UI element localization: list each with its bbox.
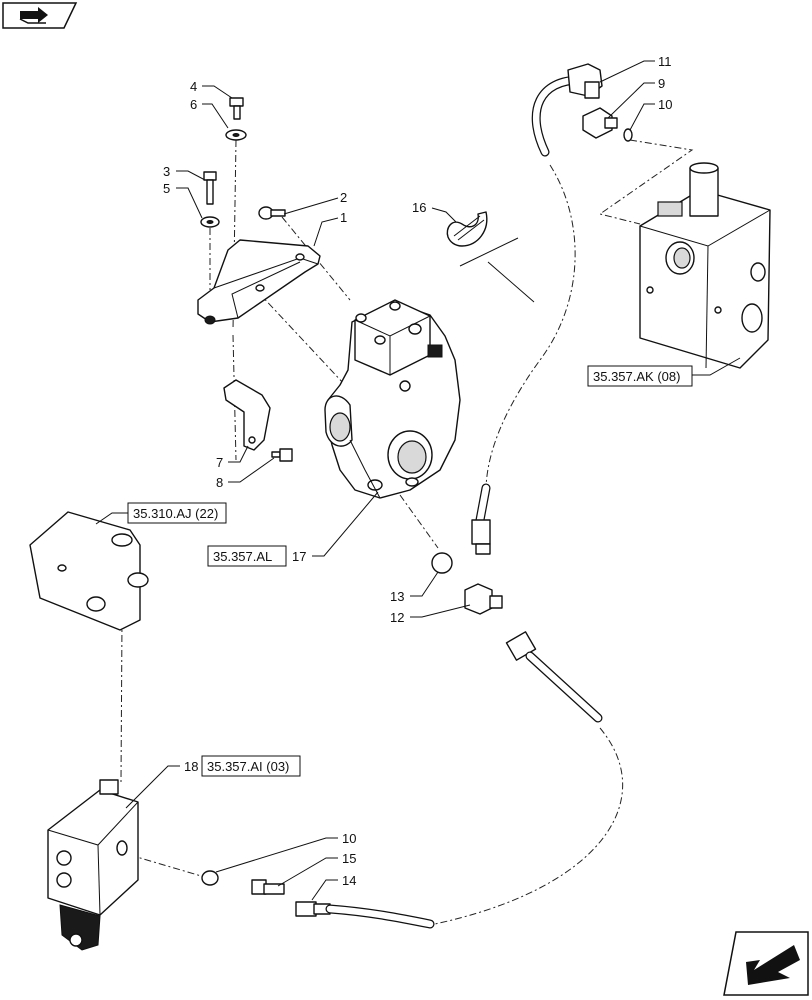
leader-3: [176, 170, 206, 181]
leader-15: [277, 857, 338, 887]
leader-2: [283, 197, 339, 215]
washer-part-6: [225, 129, 247, 141]
leader-16: [431, 207, 457, 223]
leader-ref-aj: [95, 512, 128, 525]
callout-15: 15: [342, 851, 356, 866]
assembly-line: [257, 291, 346, 386]
leader-12: [410, 604, 471, 618]
callout-3: 3: [163, 164, 170, 179]
screw-part-2: [258, 206, 286, 220]
callout-13: 13: [390, 589, 404, 604]
ref-box-al[interactable]: 35.357.AL: [207, 545, 287, 567]
leader-17: [312, 491, 379, 557]
navigate-arrow-icon[interactable]: [723, 931, 809, 996]
callout-14: 14: [342, 873, 356, 888]
leader-1: [313, 217, 339, 247]
assembly-line: [120, 619, 123, 783]
leader-18: [125, 765, 180, 809]
callout-9: 9: [658, 76, 665, 91]
callout-18: 18: [184, 759, 198, 774]
valve-body-part-17: [324, 299, 461, 499]
leader-8: [228, 457, 275, 483]
hose-part-11: [531, 63, 603, 157]
callout-12: 12: [390, 610, 404, 625]
o-ring-part-10-lower: [201, 870, 219, 886]
callout-10-bottom: 10: [342, 831, 356, 846]
callout-6: 6: [190, 97, 197, 112]
callout-7: 7: [216, 455, 223, 470]
leader-5: [176, 187, 203, 219]
ref-box-aj[interactable]: 35.310.AJ (22): [127, 502, 227, 524]
ref-label-aj: 35.310.AJ (22): [133, 506, 218, 521]
mounting-plate-aj: [29, 511, 149, 631]
ref-label-ai: 35.357.AI (03): [207, 759, 289, 774]
leader-10-top: [629, 103, 655, 131]
bracket-part-1: [197, 239, 321, 325]
callout-2: 2: [340, 190, 347, 205]
callout-10-top: 10: [658, 97, 672, 112]
bolt-part-8: [271, 448, 293, 462]
callout-8: 8: [216, 475, 223, 490]
clip-part-7: [223, 379, 271, 451]
o-ring-part-10: [623, 128, 633, 142]
assembly-line: [399, 494, 439, 549]
assembly-line: [129, 854, 209, 879]
ref-label-ak: 35.357.AK (08): [593, 369, 680, 384]
callout-17: 17: [292, 549, 306, 564]
ref-box-ai[interactable]: 35.357.AI (03): [201, 755, 301, 777]
valve-block-ak: [639, 162, 771, 369]
assembly-line: [232, 139, 237, 331]
fitting-part-12: [464, 583, 503, 615]
book-arrow-icon[interactable]: [2, 2, 78, 29]
hose-center: [471, 483, 491, 555]
washer-part-5: [200, 216, 220, 228]
o-ring-part-13: [431, 552, 453, 574]
bolt-part-3: [203, 171, 217, 205]
callout-4: 4: [190, 79, 197, 94]
leader-9: [607, 82, 655, 119]
ref-box-ak[interactable]: 35.357.AK (08): [587, 365, 693, 387]
valve-part-18: [47, 779, 139, 951]
assembly-line: [429, 727, 624, 926]
callout-5: 5: [163, 181, 170, 196]
fitting-part-9: [582, 107, 618, 139]
clamp-part-16: [446, 211, 488, 247]
leader-4: [202, 85, 233, 99]
hose-part-14: [295, 901, 435, 929]
assembly-line: [485, 164, 576, 496]
callout-11: 11: [658, 54, 672, 69]
leader-11: [599, 60, 655, 83]
leader-14: [311, 879, 338, 901]
leader-10-bottom: [215, 837, 338, 873]
leader-ref-ak: [692, 357, 741, 376]
leader-6: [202, 103, 229, 129]
fitting-part-15: [251, 879, 285, 895]
callout-1: 1: [340, 210, 347, 225]
leader-7: [228, 445, 249, 463]
assembly-line: [598, 139, 694, 225]
section-mark: [459, 237, 535, 303]
callout-16: 16: [412, 200, 426, 215]
assembly-line: [281, 216, 351, 301]
hose-lower-right: [505, 631, 603, 723]
ref-label-al: 35.357.AL: [213, 549, 272, 564]
leader-13: [410, 571, 439, 597]
bolt-part-4: [229, 97, 244, 120]
